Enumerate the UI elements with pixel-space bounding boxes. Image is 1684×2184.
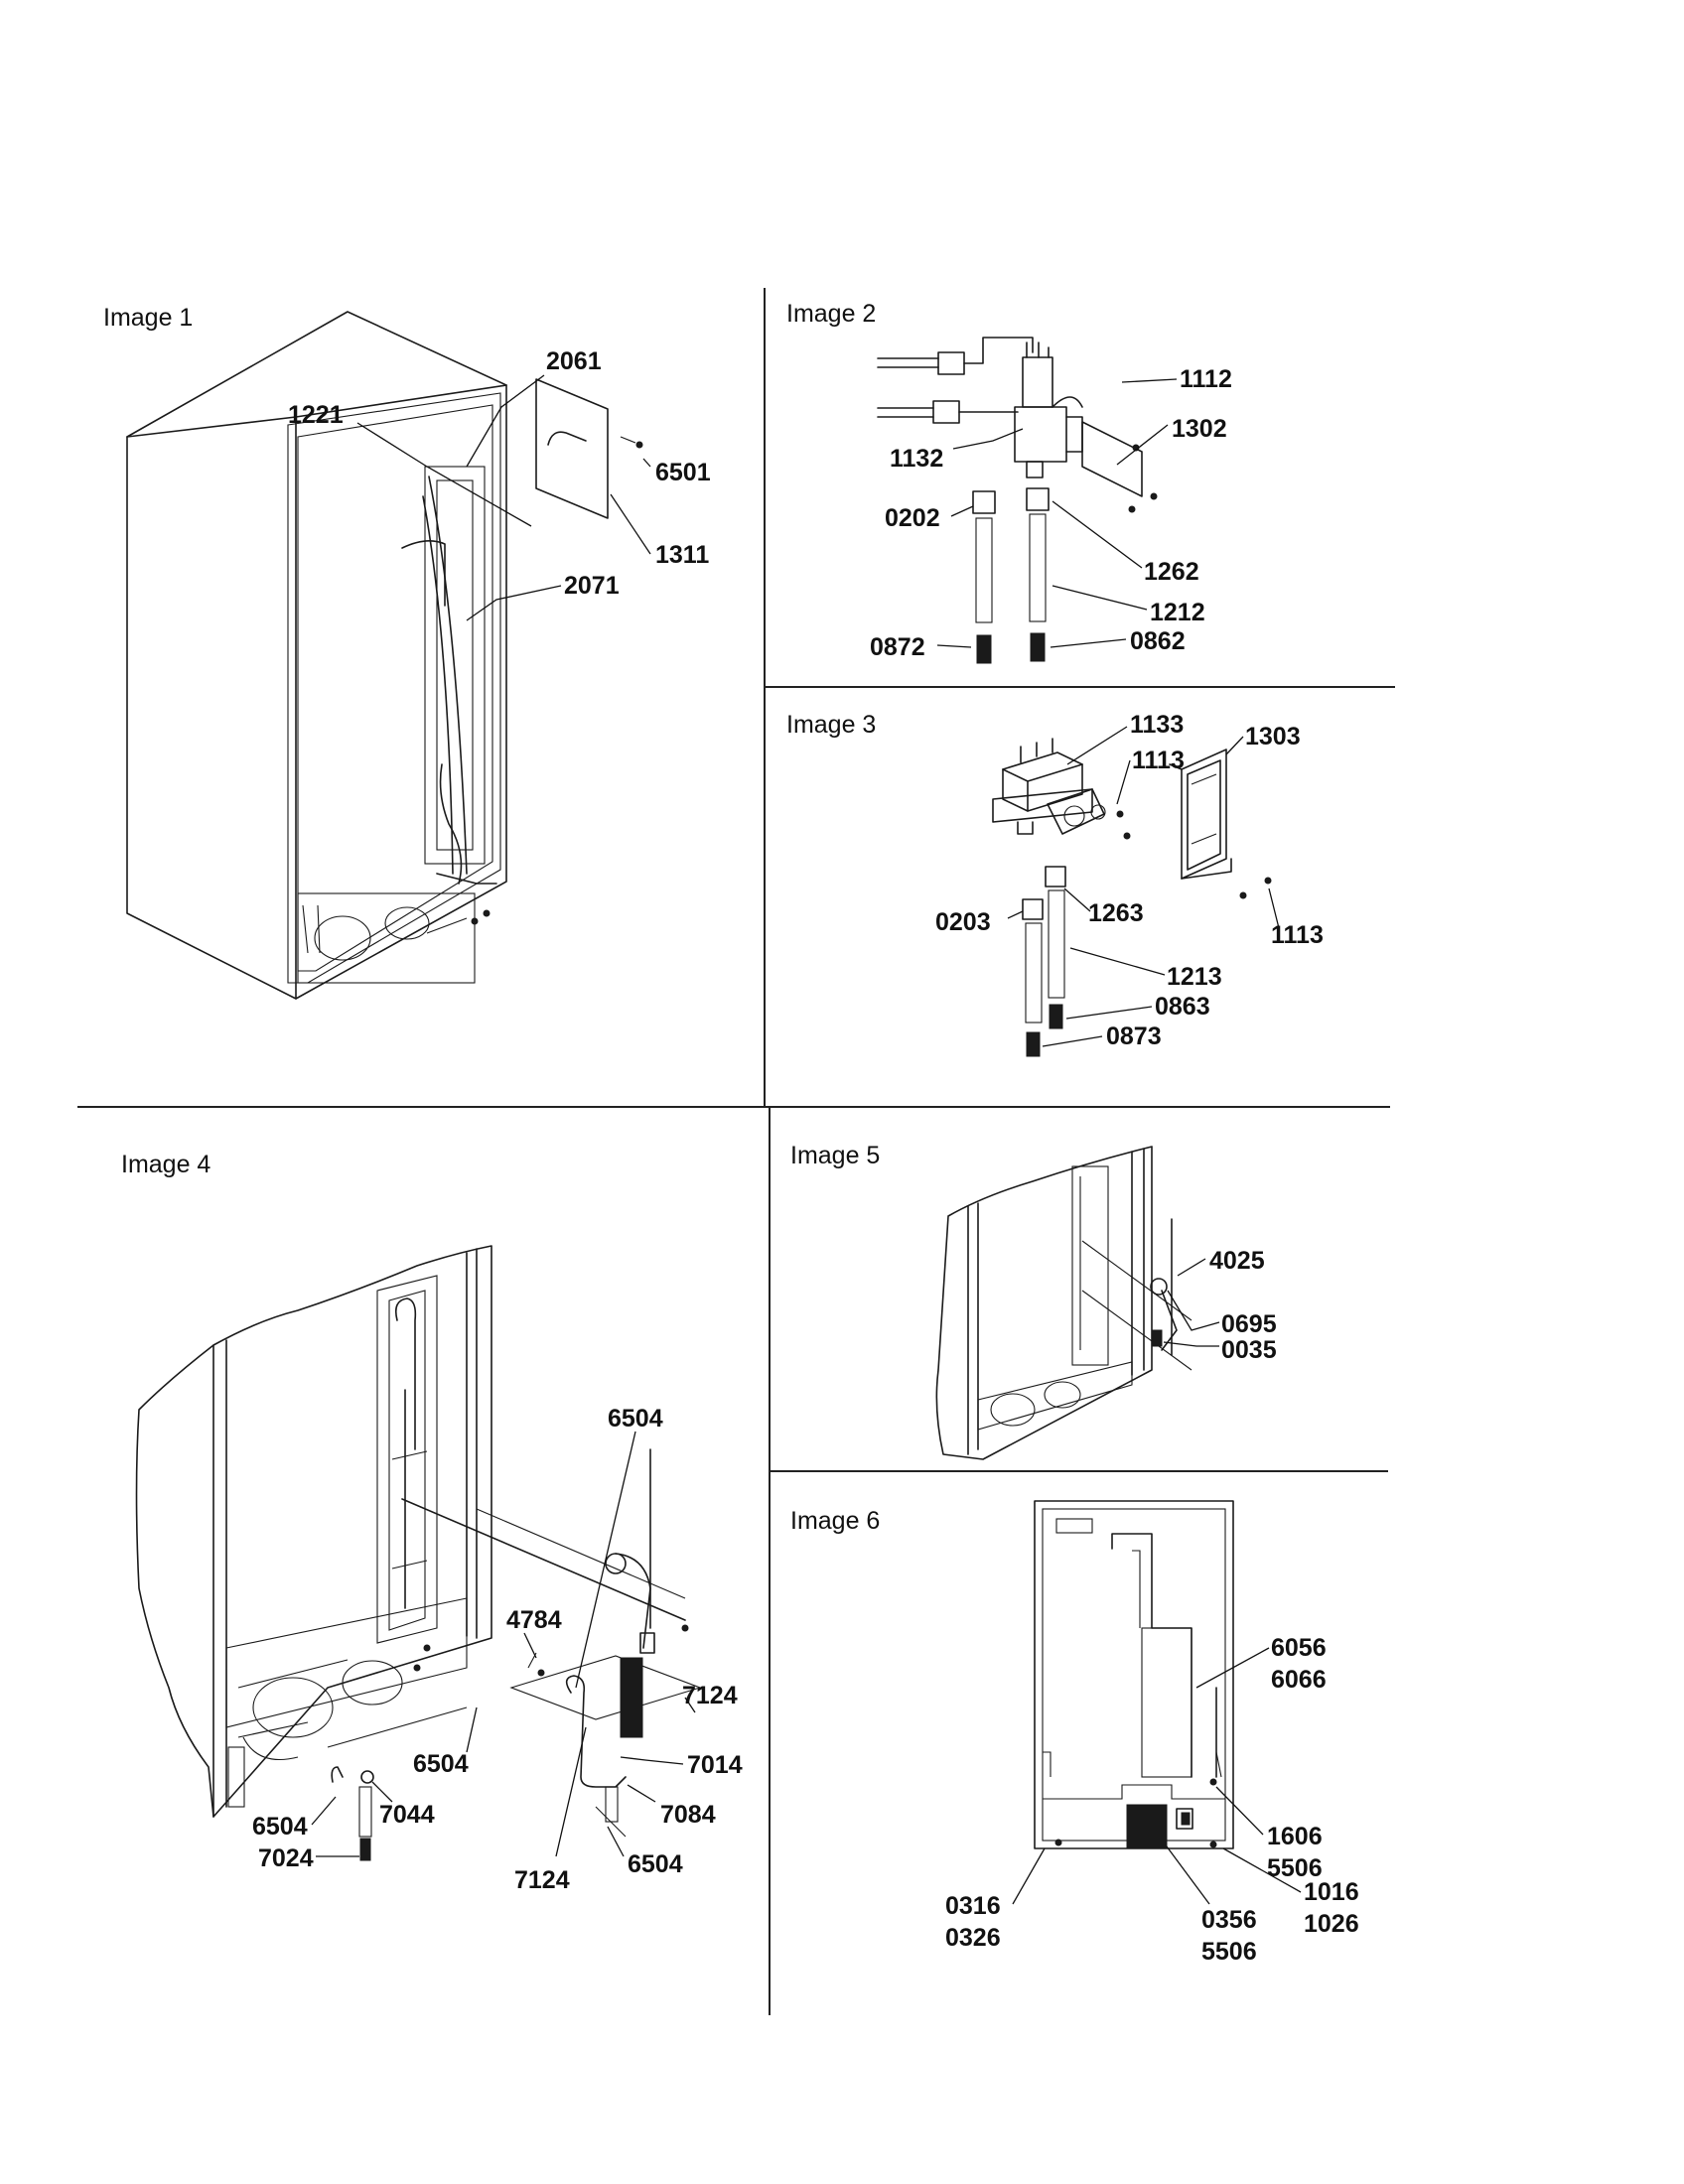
callout-6056-6066: 6056 6066 xyxy=(1271,1634,1327,1694)
callout-leaders-image-3 xyxy=(1007,726,1280,1047)
panel-image-1: Image 1 xyxy=(103,304,711,1000)
callout-1016: 1016 xyxy=(1304,1878,1359,1906)
callout-0862: 0862 xyxy=(1130,627,1186,655)
callout-1606-5506: 1606 5506 xyxy=(1267,1823,1323,1882)
callout-6504-top: 6504 xyxy=(608,1405,663,1433)
callout-0035: 0035 xyxy=(1221,1336,1277,1364)
refrigerator-rear-detail-image-4 xyxy=(135,1245,702,1861)
panel-image-5: Image 5 4025 0695 0035 xyxy=(790,1142,1277,1460)
callout-1016-1026: 1016 1026 xyxy=(1304,1878,1359,1938)
callout-6504-left: 6504 xyxy=(252,1813,308,1841)
callout-4784: 4784 xyxy=(506,1606,562,1634)
callout-1302: 1302 xyxy=(1172,415,1227,443)
callout-1132: 1132 xyxy=(890,445,943,473)
callout-5506-right: 5506 xyxy=(1267,1854,1323,1882)
panel-title-image-4: Image 4 xyxy=(121,1151,210,1178)
callout-1263: 1263 xyxy=(1088,899,1144,927)
callout-leaders-image-1 xyxy=(356,374,651,621)
callout-6504-bottom: 6504 xyxy=(628,1850,683,1878)
callout-7014: 7014 xyxy=(687,1751,743,1779)
callout-1221: 1221 xyxy=(288,401,344,429)
callout-6501: 6501 xyxy=(655,459,711,486)
callout-0356: 0356 xyxy=(1201,1906,1257,1934)
callout-0695: 0695 xyxy=(1221,1310,1277,1338)
callout-7044: 7044 xyxy=(379,1801,435,1829)
callout-0202: 0202 xyxy=(885,504,940,532)
callout-1212: 1212 xyxy=(1150,599,1205,626)
callout-1133: 1133 xyxy=(1130,711,1184,739)
bracket-part-1311 xyxy=(535,378,643,519)
callout-2061: 2061 xyxy=(546,347,602,375)
callout-1606: 1606 xyxy=(1267,1823,1323,1850)
callout-1026: 1026 xyxy=(1304,1910,1359,1938)
callout-4025: 4025 xyxy=(1209,1247,1265,1275)
callout-1303: 1303 xyxy=(1245,723,1301,751)
callout-1112: 1112 xyxy=(1180,365,1232,393)
panel-title-image-6: Image 6 xyxy=(790,1507,880,1535)
callout-1213: 1213 xyxy=(1167,963,1222,991)
panel-image-4: Image 4 xyxy=(121,1151,743,1894)
callout-5506-bottom: 5506 xyxy=(1201,1938,1257,1966)
callout-1311: 1311 xyxy=(655,541,709,569)
callout-7084: 7084 xyxy=(660,1801,716,1829)
callout-1113-upper: 1113 xyxy=(1132,747,1185,774)
callout-0316-0326: 0316 0326 xyxy=(945,1892,1001,1952)
callout-0872: 0872 xyxy=(870,633,925,661)
callout-0316: 0316 xyxy=(945,1892,1001,1920)
panel-image-3: Image 3 xyxy=(786,711,1324,1057)
panel-title-image-3: Image 3 xyxy=(786,711,876,739)
callout-leaders-image-4 xyxy=(311,1431,696,1857)
panel-image-6: Image 6 6056 xyxy=(790,1500,1359,1966)
callout-7124-bottom: 7124 xyxy=(514,1866,570,1894)
callout-leaders-image-2 xyxy=(936,378,1178,648)
cabinet-back-view-image-6 xyxy=(1034,1500,1234,1849)
water-valve-assembly-image-2 xyxy=(877,337,1158,664)
callout-6066: 6066 xyxy=(1271,1666,1327,1694)
refrigerator-rear-detail-image-5 xyxy=(935,1146,1193,1460)
callout-7124-right: 7124 xyxy=(682,1682,738,1709)
callout-6056: 6056 xyxy=(1271,1634,1327,1662)
callout-0203: 0203 xyxy=(935,908,991,936)
callout-0326: 0326 xyxy=(945,1924,1001,1952)
panel-dividers xyxy=(77,288,1395,2015)
refrigerator-rear-view xyxy=(126,311,507,1000)
callout-0863: 0863 xyxy=(1155,993,1210,1021)
callout-1262: 1262 xyxy=(1144,558,1199,586)
callout-7024: 7024 xyxy=(258,1844,314,1872)
panel-title-image-2: Image 2 xyxy=(786,300,876,328)
callout-2071: 2071 xyxy=(564,572,620,600)
panel-title-image-1: Image 1 xyxy=(103,304,193,332)
callout-0873: 0873 xyxy=(1106,1023,1162,1050)
callout-leaders-image-6 xyxy=(1012,1647,1302,1905)
callout-1113-lower: 1113 xyxy=(1271,921,1324,949)
callout-leaders-image-5 xyxy=(1163,1258,1220,1347)
panel-title-image-5: Image 5 xyxy=(790,1142,880,1169)
callout-6504-mid: 6504 xyxy=(413,1750,469,1778)
panel-image-2: Image 2 xyxy=(786,300,1232,664)
water-valve-assembly-image-3 xyxy=(992,738,1272,1057)
callout-0356-5506: 0356 5506 xyxy=(1201,1906,1257,1966)
